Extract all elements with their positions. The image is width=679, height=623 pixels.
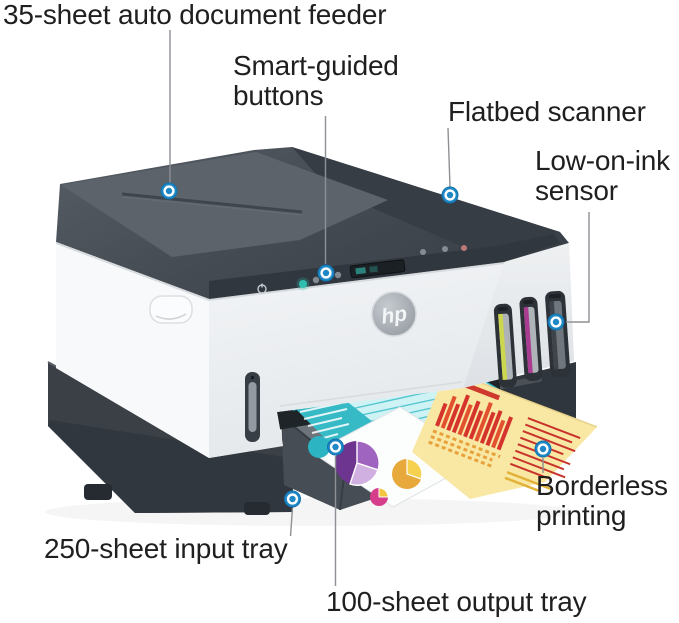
callout-label-output-tray: 100-sheet output tray bbox=[326, 586, 587, 617]
callout-marker-adf bbox=[160, 182, 178, 200]
callout-line-input-tray bbox=[289, 507, 294, 537]
ink-tank-magenta bbox=[519, 296, 543, 381]
callout-label-borderless-line1: Borderless bbox=[536, 470, 668, 501]
printed-sheet-piecharts bbox=[308, 406, 482, 508]
auto-document-feeder bbox=[61, 152, 388, 257]
callout-marker-input-tray bbox=[284, 490, 301, 508]
callout-marker-flatbed bbox=[441, 186, 459, 204]
pie-chart-purple bbox=[335, 440, 380, 486]
callout-label-flatbed: Flatbed scanner bbox=[448, 96, 646, 127]
callout-marker-output-tray bbox=[327, 438, 344, 456]
info-button[interactable] bbox=[442, 246, 448, 252]
panel-button[interactable] bbox=[334, 271, 342, 279]
callout-label-adf: 35-sheet auto document feeder bbox=[3, 0, 387, 30]
hp-logo: hp bbox=[371, 291, 417, 337]
status-display bbox=[349, 259, 406, 279]
callout-marker-borderless bbox=[534, 440, 552, 458]
ink-tanks bbox=[493, 290, 571, 388]
callout-label-low-ink-line1: Low-on-ink bbox=[535, 145, 670, 176]
callout-label-smart-buttons-line2: buttons bbox=[233, 80, 324, 111]
callout-label-smart-buttons-line1: Smart-guided bbox=[233, 50, 399, 81]
cancel-button[interactable] bbox=[461, 245, 467, 251]
control-panel bbox=[209, 234, 560, 299]
panel-button[interactable] bbox=[312, 276, 320, 284]
callout-marker-low-ink bbox=[547, 313, 565, 331]
lid-handle bbox=[149, 295, 193, 324]
callout-markers bbox=[160, 182, 565, 508]
callout-line-flatbed bbox=[447, 127, 451, 188]
paper-level-window bbox=[245, 372, 260, 442]
pie-chart-small bbox=[370, 487, 389, 506]
pie-chart-yellow bbox=[392, 458, 423, 489]
printed-sheet-barchart bbox=[412, 369, 598, 499]
callout-line-low-ink bbox=[566, 212, 590, 323]
bar-chart-red bbox=[435, 394, 514, 451]
printer-body bbox=[55, 242, 574, 458]
callout-label-borderless-line2: printing bbox=[536, 500, 627, 531]
callout-label-smart-buttons: Smart-guided buttons bbox=[233, 51, 399, 111]
printer-foot bbox=[244, 502, 270, 515]
callout-label-low-ink-line2: sensor bbox=[535, 175, 618, 206]
callout-marker-smart-buttons bbox=[317, 264, 335, 282]
printer-foot bbox=[84, 484, 112, 500]
callout-label-low-ink: Low-on-ink sensor bbox=[535, 146, 670, 206]
ink-tank-yellow bbox=[493, 303, 517, 388]
copy-button[interactable] bbox=[299, 280, 307, 288]
callout-label-input-tray: 250-sheet input tray bbox=[44, 533, 288, 564]
callout-label-borderless: Borderless printing bbox=[536, 471, 668, 531]
power-button[interactable] bbox=[257, 283, 267, 294]
wifi-button[interactable] bbox=[420, 249, 426, 255]
hp-logo-text: hp bbox=[380, 302, 409, 328]
